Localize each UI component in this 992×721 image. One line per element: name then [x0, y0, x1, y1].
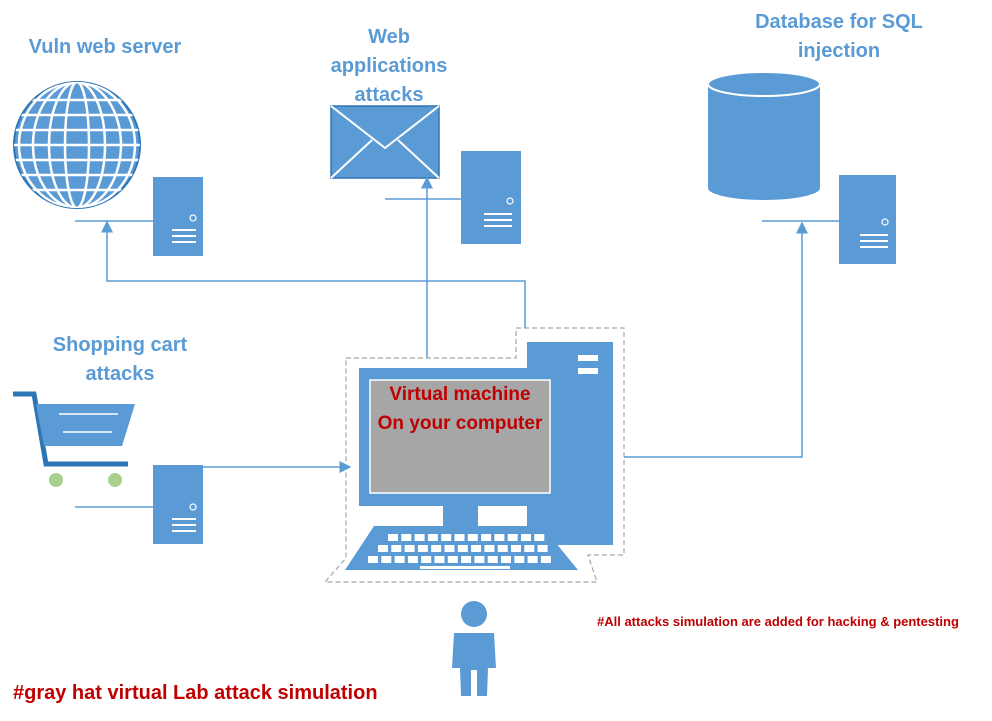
keyboard-key — [474, 556, 485, 563]
keyboard-key — [441, 534, 452, 541]
keyboard-key — [417, 545, 428, 552]
web-app-attacks-label: Web applications attacks — [330, 26, 448, 106]
keyboard-key — [534, 534, 545, 541]
keyboard-key — [388, 534, 398, 541]
keyboard-key — [540, 556, 551, 563]
keyboard-key — [524, 545, 535, 552]
globe-icon — [13, 81, 141, 209]
server-icon — [385, 151, 521, 244]
keyboard-key — [427, 534, 438, 541]
keyboard-key — [484, 545, 495, 552]
keyboard-key — [457, 545, 468, 552]
keyboard-key — [447, 556, 458, 563]
database-label: Database for SQL injection — [755, 11, 923, 62]
keyboard-key — [414, 534, 425, 541]
keyboard-key — [501, 556, 511, 563]
keyboard-key — [368, 556, 378, 563]
computer-icon — [323, 327, 625, 583]
keyboard-key — [514, 556, 525, 563]
shopping-cart-icon — [13, 391, 135, 487]
keyboard-key — [471, 545, 482, 552]
envelope-icon — [330, 105, 440, 179]
vm-label: Virtual machine On your computer — [377, 384, 543, 434]
keyboard-key — [404, 545, 415, 552]
keyboard-key — [431, 545, 442, 552]
keyboard-key — [454, 534, 465, 541]
keyboard-key — [378, 545, 388, 552]
connector-to-database — [624, 221, 808, 458]
keyboard-key — [521, 534, 531, 541]
keyboard-key — [407, 556, 418, 563]
keyboard-key — [381, 556, 392, 563]
connector-to-web-server — [101, 220, 526, 328]
keyboard-key — [434, 556, 445, 563]
keyboard-key — [394, 556, 405, 563]
simulation-note: #All attacks simulation are added for ha… — [597, 614, 959, 629]
keyboard-key — [444, 545, 455, 552]
keyboard-key — [481, 534, 492, 541]
keyboard-key — [497, 545, 508, 552]
vuln-web-server-label: Vuln web server — [28, 36, 182, 58]
keyboard-key — [527, 556, 538, 563]
keyboard-key — [507, 534, 518, 541]
keyboard-key — [467, 534, 478, 541]
shopping-cart-label: Shopping cart attacks — [52, 334, 188, 385]
keyboard-key — [487, 556, 498, 563]
keyboard-key — [401, 534, 412, 541]
keyboard-key — [421, 556, 432, 563]
keyboard-key — [391, 545, 402, 552]
connector-lines — [101, 176, 808, 473]
user-icon — [452, 601, 496, 696]
server-icon — [762, 175, 896, 264]
keyboard-icon — [345, 526, 578, 570]
keyboard-spacebar — [420, 566, 510, 569]
server-icon — [75, 177, 203, 256]
keyboard-key — [511, 545, 521, 552]
keyboard-key — [494, 534, 505, 541]
keyboard-key — [537, 545, 548, 552]
footer-title: #gray hat virtual Lab attack simulation — [13, 682, 378, 704]
keyboard-key — [461, 556, 472, 563]
server-icon — [75, 465, 203, 544]
database-icon — [707, 71, 821, 200]
